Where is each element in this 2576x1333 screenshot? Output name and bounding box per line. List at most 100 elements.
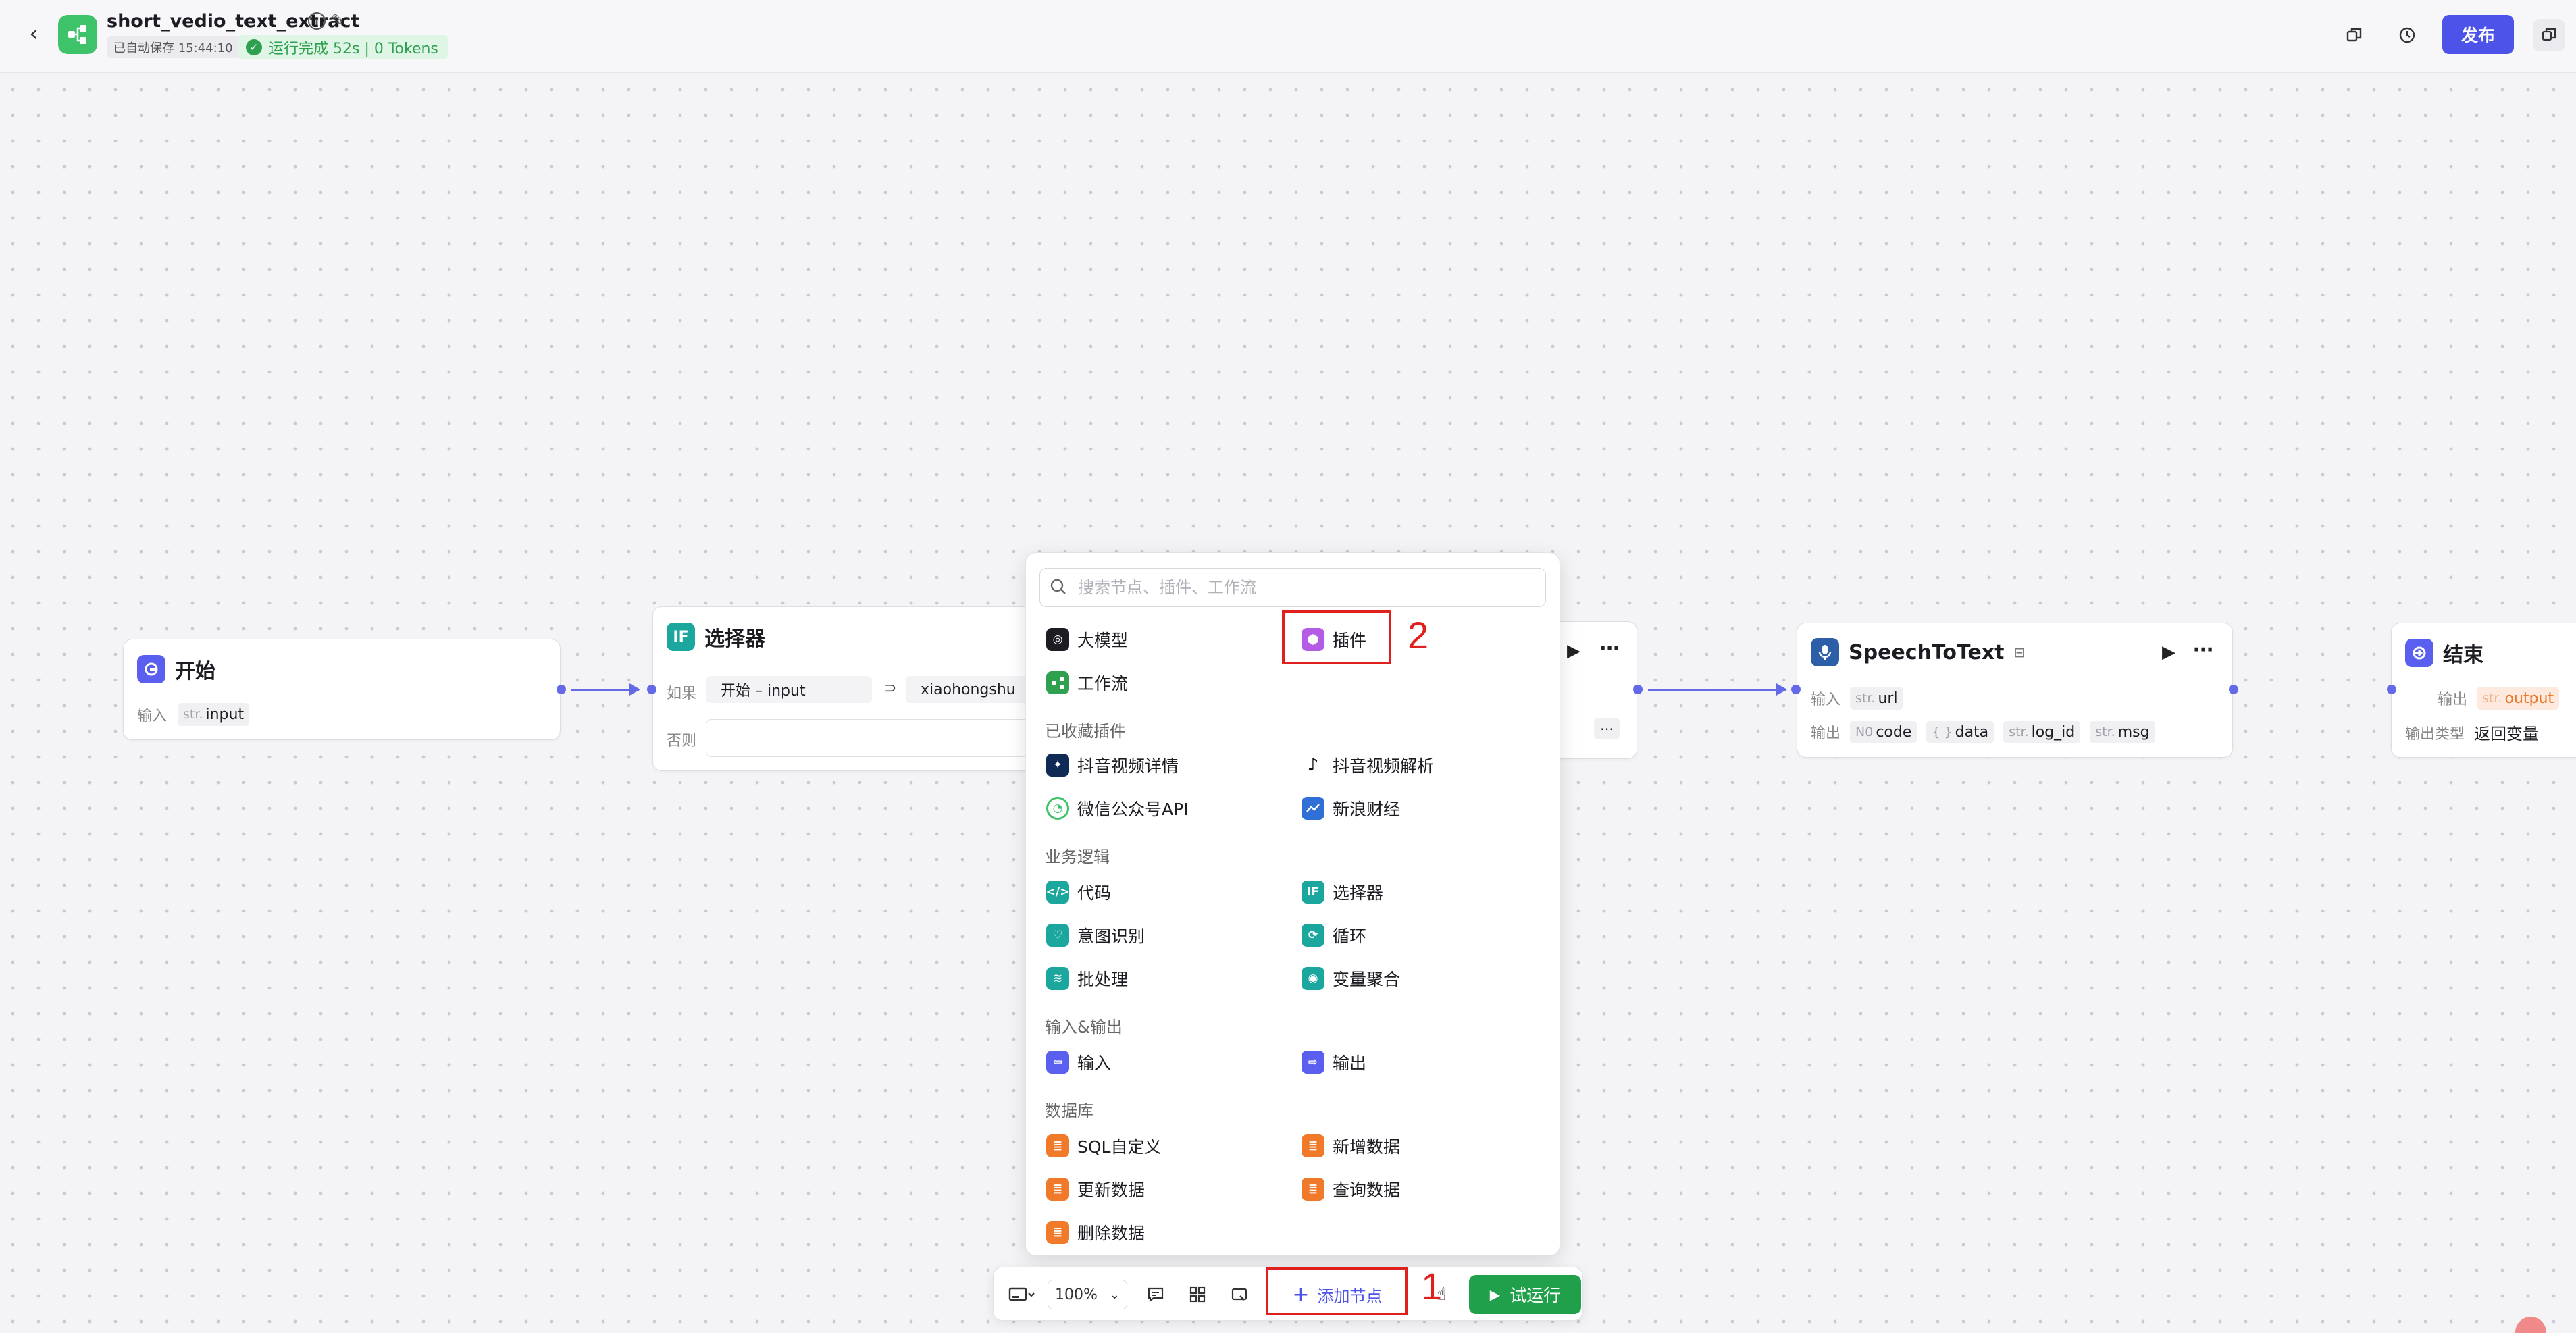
panel-item-workflow[interactable]: 工作流 <box>1046 669 1128 696</box>
database-add-icon: ≣ <box>1302 1134 1324 1157</box>
publish-button[interactable]: 发布 <box>2442 15 2514 54</box>
layout-button[interactable] <box>1183 1280 1212 1309</box>
avatar[interactable] <box>2515 1317 2546 1333</box>
panel-item-label: 微信公众号API <box>1077 800 1189 819</box>
panel-item-sql[interactable]: ≣ SQL自定义 <box>1046 1132 1161 1159</box>
panel-item-label: 意图识别 <box>1077 926 1145 946</box>
panel-item-code[interactable]: </> 代码 <box>1046 879 1111 906</box>
panel-item-label: 删除数据 <box>1077 1224 1145 1243</box>
code-icon: </> <box>1046 881 1069 904</box>
else-label: 否则 <box>667 733 697 750</box>
start-input-tag: str.input <box>178 703 250 726</box>
database-search-icon: ≣ <box>1302 1178 1324 1201</box>
tiktok-icon: ♪ <box>1302 754 1324 777</box>
speech-input-port[interactable] <box>1791 685 1801 694</box>
highlight-plugin <box>1282 610 1391 664</box>
condition-right: xiaohongshu <box>906 676 1034 703</box>
end-output-label: 输出 <box>2438 691 2468 708</box>
copy-icon[interactable] <box>2341 22 2368 49</box>
plus-icon: + <box>1292 1282 1310 1307</box>
run-status-text: 运行完成 52s | 0 Tokens <box>269 41 438 57</box>
end-input-port[interactable] <box>2387 685 2396 694</box>
selector-node-title: 选择器 <box>704 627 765 651</box>
more-icon[interactable]: ⋯ <box>1599 637 1620 660</box>
end-node[interactable]: 结束 输出 str.output 输出类型 返回变量 <box>2391 623 2576 758</box>
panel-item-db-insert[interactable]: ≣ 新增数据 <box>1302 1132 1400 1159</box>
panel-item-db-delete[interactable]: ≣ 删除数据 <box>1046 1219 1145 1246</box>
extract-node[interactable]: ▶ ⋯ ⋯ <box>1547 621 1637 759</box>
autosave-status: 已自动保存 15:44:10 <box>107 36 240 58</box>
add-node-label: 添加节点 <box>1317 1286 1383 1306</box>
more-icon[interactable]: ⋯ <box>2193 638 2213 662</box>
panel-item-db-update[interactable]: ≣ 更新数据 <box>1046 1176 1145 1203</box>
minimap-toggle[interactable] <box>1003 1280 1041 1309</box>
end-node-title: 结束 <box>2443 644 2483 667</box>
start-node[interactable]: 开始 输入 str.input <box>123 639 561 740</box>
if-icon: IF <box>1302 881 1324 904</box>
panel-item-input[interactable]: ⇦ 输入 <box>1046 1049 1111 1076</box>
zoom-value: 100% <box>1055 1286 1098 1303</box>
section-database: 数据库 <box>1045 1101 1093 1120</box>
edit-icon[interactable]: ✎ <box>331 11 345 30</box>
history-icon[interactable] <box>2394 22 2421 49</box>
back-icon[interactable]: ‹ <box>29 20 38 47</box>
panel-item-llm[interactable]: ◎ 大模型 <box>1046 626 1128 653</box>
run-node-icon[interactable]: ▶ <box>2162 642 2175 662</box>
panel-item-label: 工作流 <box>1077 674 1129 694</box>
intent-icon: ♡ <box>1046 924 1069 947</box>
duplicate-icon[interactable] <box>2533 19 2565 51</box>
speech-node-title: SpeechToText <box>1849 640 2005 664</box>
panel-item-output[interactable]: ⇨ 输出 <box>1302 1049 1366 1076</box>
zoom-select[interactable]: 100% ⌄ <box>1048 1280 1127 1309</box>
more-outputs-icon[interactable]: ⋯ <box>1594 718 1620 739</box>
start-icon <box>137 655 165 683</box>
info-icon[interactable]: i <box>308 12 326 30</box>
pointer-tool[interactable]: ☝ <box>1426 1280 1456 1309</box>
search-input[interactable] <box>1078 574 1537 601</box>
start-output-port[interactable] <box>557 685 566 694</box>
speech-input-tag: str.url <box>1850 687 1903 710</box>
panel-item-wechat-api[interactable]: ◔ 微信公众号API <box>1046 795 1189 822</box>
comment-button[interactable] <box>1141 1280 1170 1309</box>
panel-item-selector[interactable]: IF 选择器 <box>1302 879 1383 906</box>
selector-input-port[interactable] <box>647 685 656 694</box>
add-node-button[interactable]: + 添加节点 <box>1272 1280 1403 1309</box>
test-run-button[interactable]: ▶ 试运行 <box>1469 1275 1581 1314</box>
database-delete-icon: ≣ <box>1046 1221 1069 1244</box>
panel-item-plugin[interactable]: 插件 <box>1302 626 1366 653</box>
panel-item-batch[interactable]: ≋ 批处理 <box>1046 965 1128 992</box>
panel-item-sina-finance[interactable]: 新浪财经 <box>1302 795 1400 822</box>
panel-item-var-aggregate[interactable]: ◉ 变量聚合 <box>1302 965 1400 992</box>
test-run-label: 试运行 <box>1510 1286 1561 1305</box>
end-output-type-value: 返回变量 <box>2474 725 2540 743</box>
panel-item-label: 新增数据 <box>1333 1137 1401 1157</box>
panel-item-intent[interactable]: ♡ 意图识别 <box>1046 922 1145 949</box>
end-icon <box>2405 639 2433 667</box>
panel-item-label: 查询数据 <box>1333 1180 1401 1200</box>
comment-icon <box>1148 1287 1164 1303</box>
panel-item-label: 变量聚合 <box>1333 970 1401 989</box>
speech-icon <box>1811 638 1839 666</box>
node-search[interactable] <box>1039 568 1546 607</box>
panel-item-loop[interactable]: ⟳ 循环 <box>1302 922 1366 949</box>
end-output-type-label: 输出类型 <box>2405 725 2465 743</box>
workflow-icon <box>1046 671 1069 694</box>
panel-item-label: 代码 <box>1077 883 1112 903</box>
panel-item-label: 大模型 <box>1077 631 1129 650</box>
selector-node[interactable]: IF 选择器 如果 开始 – input ⊃ xiaohongshu 否则 <box>652 606 1044 771</box>
edge-start-selector <box>571 683 640 696</box>
wechat-icon: ◔ <box>1046 797 1069 820</box>
panel-item-douyin-detail[interactable]: ✦ 抖音视频详情 <box>1046 752 1179 779</box>
batch-icon: ≋ <box>1046 967 1069 990</box>
fit-view-button[interactable] <box>1225 1280 1254 1309</box>
speech-output-port[interactable] <box>2229 685 2238 694</box>
section-favorites: 已收藏插件 <box>1045 722 1126 741</box>
end-output-tag: str.output <box>2477 687 2560 710</box>
panel-item-douyin-parse[interactable]: ♪ 抖音视频解析 <box>1302 752 1434 779</box>
extract-output-port[interactable] <box>1633 685 1643 694</box>
panel-item-db-query[interactable]: ≣ 查询数据 <box>1302 1176 1400 1203</box>
annotation-number: 1 <box>1421 1265 1443 1307</box>
run-node-icon[interactable]: ▶ <box>1567 641 1580 661</box>
